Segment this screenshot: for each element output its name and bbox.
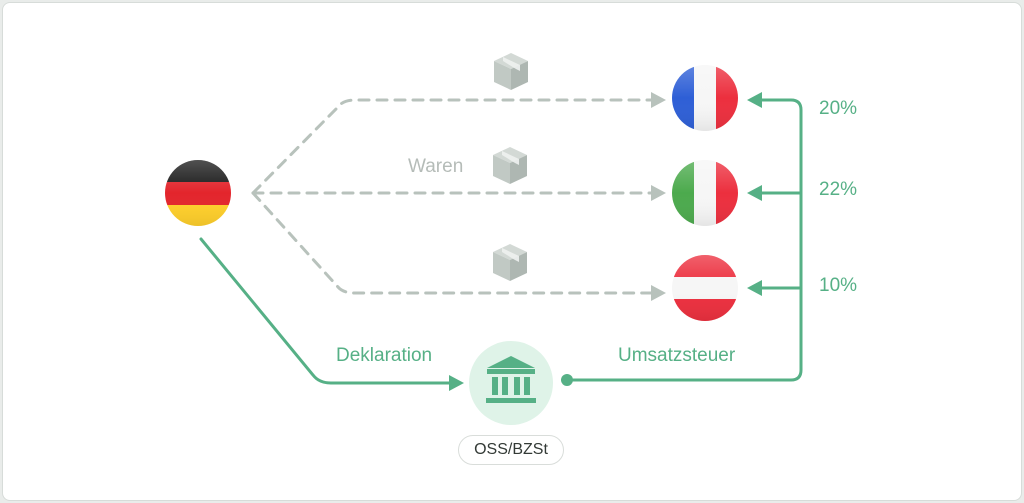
goods-arrowheads — [651, 92, 666, 301]
rate-france: 20% — [819, 98, 858, 119]
goods-flow-lines — [251, 98, 655, 295]
vat-flow-line — [565, 98, 803, 382]
goods-label: Waren — [408, 156, 464, 177]
declaration-label: Deklaration — [336, 345, 433, 366]
authority-circle — [469, 341, 553, 425]
vat-label: Umsatzsteuer — [618, 345, 736, 366]
package-icon — [493, 244, 527, 281]
rate-italy: 22% — [819, 179, 858, 200]
package-icon — [493, 147, 527, 184]
vat-oss-diagram — [165, 53, 803, 425]
goods-flow-austria — [251, 191, 655, 295]
declaration-arrowhead — [449, 375, 464, 391]
germany-flag-icon — [165, 160, 231, 226]
austria-flag-icon — [672, 255, 738, 321]
italy-flag-icon — [672, 160, 738, 226]
bank-building-icon — [486, 356, 536, 403]
goods-flow-france — [251, 98, 655, 195]
vat-arrowheads — [747, 92, 762, 296]
package-icon — [494, 53, 528, 90]
france-flag-icon — [672, 65, 738, 131]
rate-austria: 10% — [819, 275, 858, 296]
authority-label: OSS/BZSt — [458, 435, 564, 465]
declaration-flow-line — [199, 237, 453, 385]
